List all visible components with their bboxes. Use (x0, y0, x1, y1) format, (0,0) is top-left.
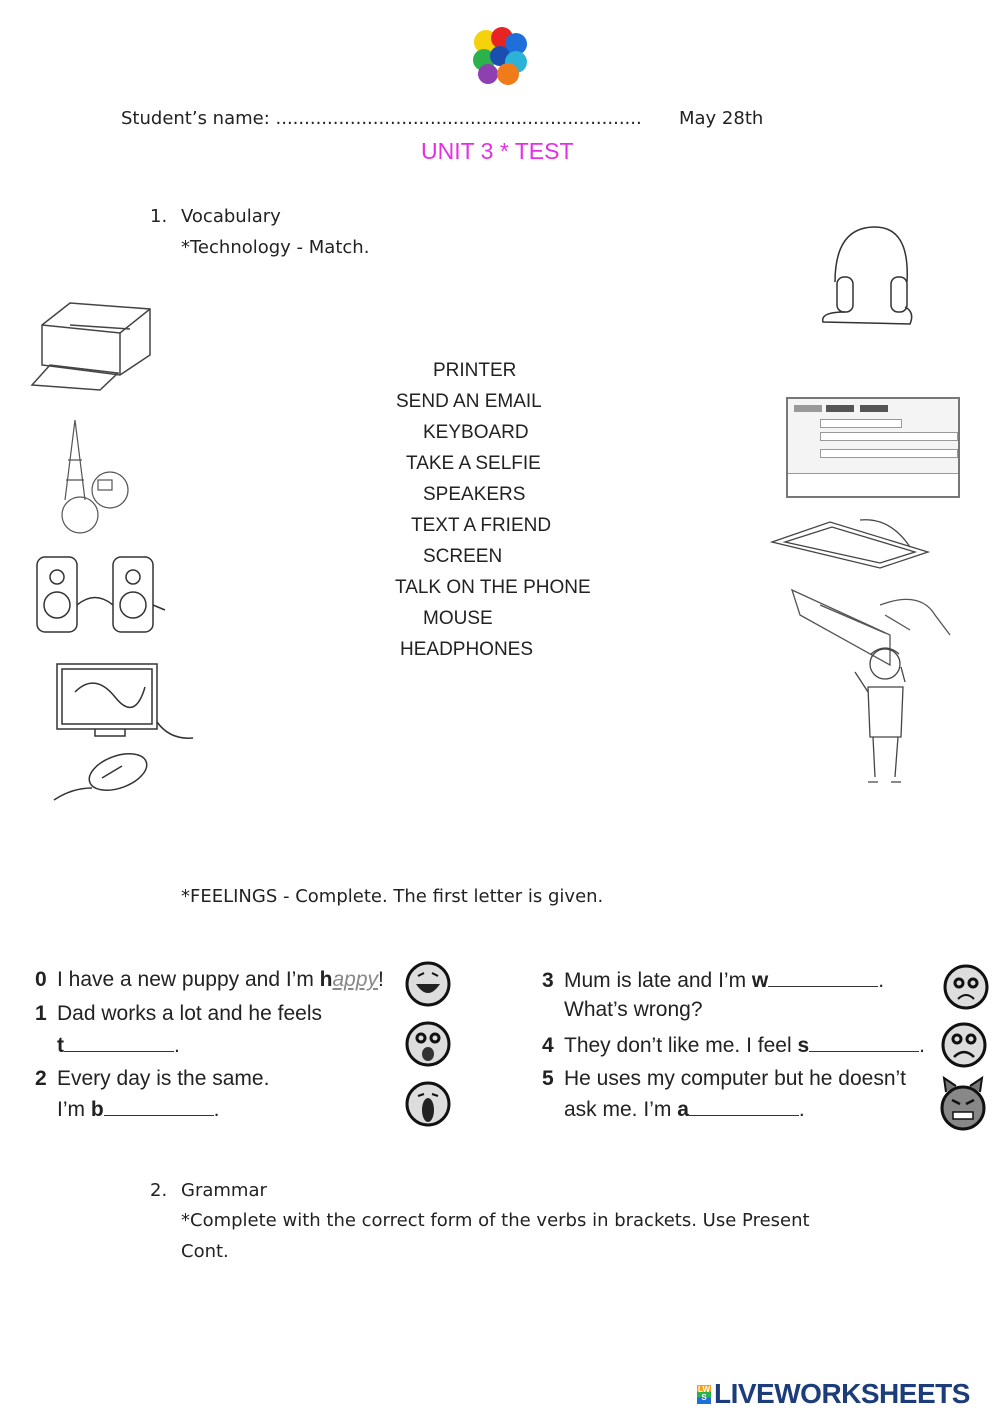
match-word[interactable]: MOUSE (423, 608, 493, 629)
student-name-field[interactable]: Student’s name: ........................… (121, 108, 642, 129)
keyboard-image[interactable] (769, 512, 931, 570)
feeling-item-3-line2: What’s wrong? (564, 998, 703, 1021)
headphones-image[interactable] (815, 222, 915, 327)
answer-input[interactable] (688, 1097, 799, 1116)
angry-face-icon (940, 1075, 986, 1131)
liveworksheets-logo: LWS LIVEWORKSHEETS (697, 1378, 970, 1410)
feeling-item-5-answer: ask me. I’m a. (564, 1097, 805, 1121)
selfie-image[interactable] (40, 419, 160, 540)
section-heading: Vocabulary (181, 206, 281, 227)
section-number: 1. (150, 206, 168, 227)
match-word[interactable]: HEADPHONES (400, 639, 534, 660)
answer-input[interactable] (809, 1033, 920, 1052)
tired-face-icon (405, 1021, 451, 1067)
match-word[interactable]: PRINTER (433, 360, 517, 381)
match-word[interactable]: SEND AN EMAIL (396, 391, 542, 412)
section-instruction: *Technology - Match. (181, 237, 370, 258)
bored-face-icon (405, 1081, 451, 1127)
feeling-item-2-answer: I’m b. (57, 1097, 220, 1121)
sad-face-icon (941, 1022, 987, 1068)
phone-call-image[interactable] (843, 642, 923, 784)
answer-input[interactable] (103, 1097, 214, 1116)
mouse-image[interactable] (52, 748, 152, 806)
section-instruction: *Complete with the correct form of the v… (181, 1210, 810, 1231)
printer-image[interactable] (30, 295, 155, 391)
answer-input[interactable] (768, 968, 879, 987)
worried-face-icon (943, 964, 989, 1010)
lws-badge: LWS (697, 1384, 711, 1404)
match-word[interactable]: SPEAKERS (423, 484, 526, 505)
brand-name: LIVEWORKSHEETS (714, 1378, 970, 1409)
section-heading: Grammar (181, 1180, 267, 1201)
answer-input[interactable]: appy (332, 968, 379, 991)
match-word[interactable]: KEYBOARD (423, 422, 529, 443)
match-word[interactable]: TALK ON THE PHONE (395, 577, 591, 598)
section-number: 2. (150, 1180, 168, 1201)
screen-image[interactable] (55, 662, 195, 744)
text-friend-image[interactable] (790, 585, 955, 670)
happy-face-icon (405, 961, 451, 1007)
date: May 28th (679, 108, 764, 129)
brain-logo (473, 27, 527, 85)
answer-input[interactable] (64, 1033, 174, 1052)
match-word[interactable]: SCREEN (423, 546, 503, 567)
feelings-instruction: *FEELINGS - Complete. The first letter i… (181, 886, 604, 907)
speakers-image[interactable] (35, 555, 170, 635)
email-image[interactable] (786, 397, 960, 498)
feeling-item-1-answer: t. (57, 1033, 180, 1057)
match-word[interactable]: TEXT A FRIEND (411, 515, 552, 536)
page-title: UNIT 3 * TEST (421, 138, 574, 164)
match-word[interactable]: TAKE A SELFIE (406, 453, 541, 474)
section-instruction-cont: Cont. (181, 1241, 229, 1262)
item-number: 0 (35, 968, 47, 991)
